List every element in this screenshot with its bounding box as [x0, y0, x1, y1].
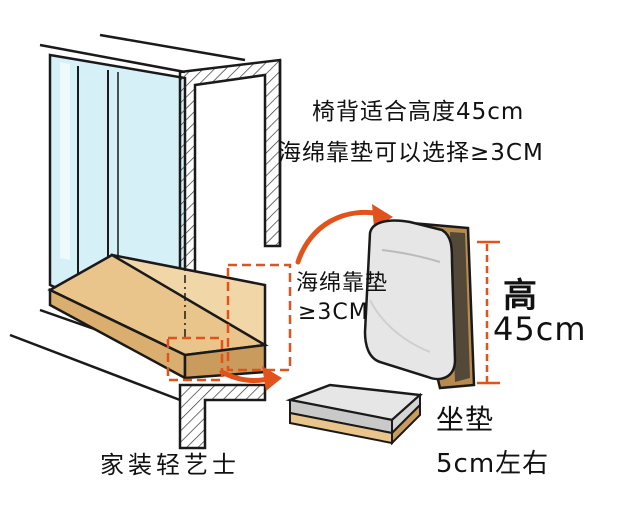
height-value: 45cm — [493, 310, 587, 348]
backrest-height-label: 椅背适合高度45cm — [312, 99, 525, 125]
back-cushion — [363, 219, 476, 390]
back-cushion-title: 海绵靠垫 — [296, 271, 389, 296]
window-bench — [47, 253, 269, 381]
sponge-option-label: 海绵靠垫可以选择≥3CM — [278, 140, 544, 166]
highlight-boxes — [166, 263, 292, 382]
down-arrow-icon — [219, 366, 282, 391]
height-label: 高 — [503, 276, 538, 316]
height-dimension — [477, 240, 500, 385]
curved-arrow-icon — [295, 204, 393, 265]
wall-section — [178, 58, 282, 450]
seat-cushion-title: 坐垫 — [436, 403, 495, 436]
brand-label: 家装轻艺士 — [100, 451, 240, 479]
seat-cushion-value: 5cm左右 — [436, 449, 550, 479]
seat-cushion — [285, 383, 423, 446]
back-cushion-thickness: ≥3CM — [298, 300, 369, 325]
ceiling-lines — [39, 33, 246, 74]
